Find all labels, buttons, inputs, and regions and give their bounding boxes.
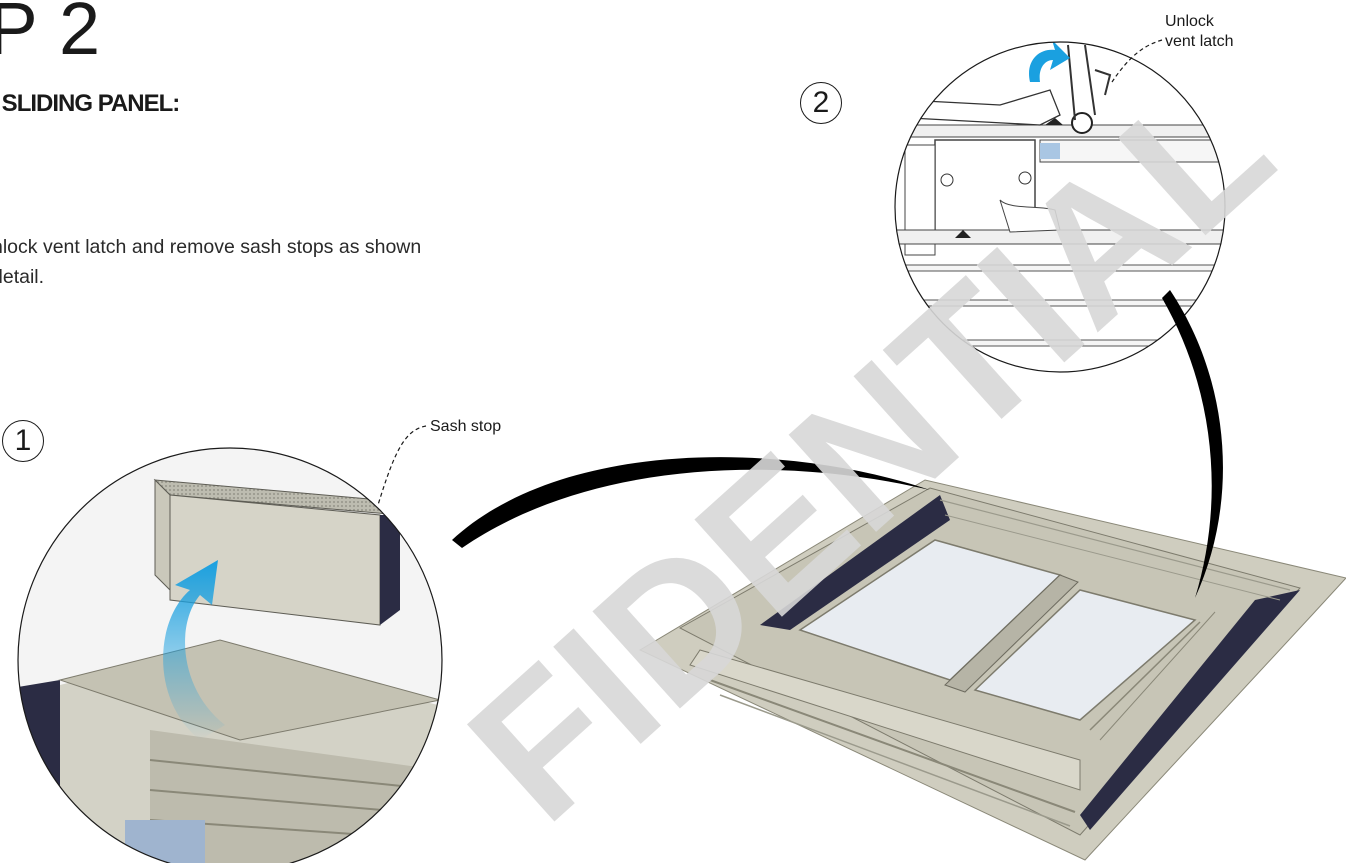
glass-opening-right [973,589,1197,721]
vent-latch-leader [1111,39,1163,83]
front-rail [689,649,1081,791]
instruction-text: nlock vent latch and remove sash stops a… [0,232,612,292]
detail-2-view [894,41,1226,373]
instruction-line-2: detail. [0,266,45,288]
detail-2-border [894,41,1226,373]
detail-number-2: 2 [800,82,842,124]
vent-latch-callout: Unlock vent latch [1165,12,1233,52]
window-frame-assembly [638,479,1346,861]
detail-1-border [17,447,443,863]
vent-latch-callout-line-1: Unlock [1165,13,1214,30]
sash-stop-face [154,478,171,592]
vent-latch-callout-line-2: vent latch [1165,33,1234,50]
connector-detail-2 [1162,290,1223,598]
center-mullion [944,574,1079,693]
sash-stop-leader [377,425,427,506]
instruction-line-1: nlock vent latch and remove sash stops a… [0,236,422,258]
detail-1-view [17,447,443,863]
blue-rotate-arrow [1029,42,1070,82]
detail-number-1: 1 [2,420,44,462]
step-title: EP 2 [0,0,102,70]
blue-lift-arrow [163,560,225,740]
sash-stop-callout: Sash stop [430,418,502,435]
frame-dark-wall-right [1080,590,1300,830]
step-subtitle: VE SLIDING PANEL: [0,90,180,117]
connector-detail-1 [452,457,930,548]
frame-dark-wall-left [760,495,950,630]
